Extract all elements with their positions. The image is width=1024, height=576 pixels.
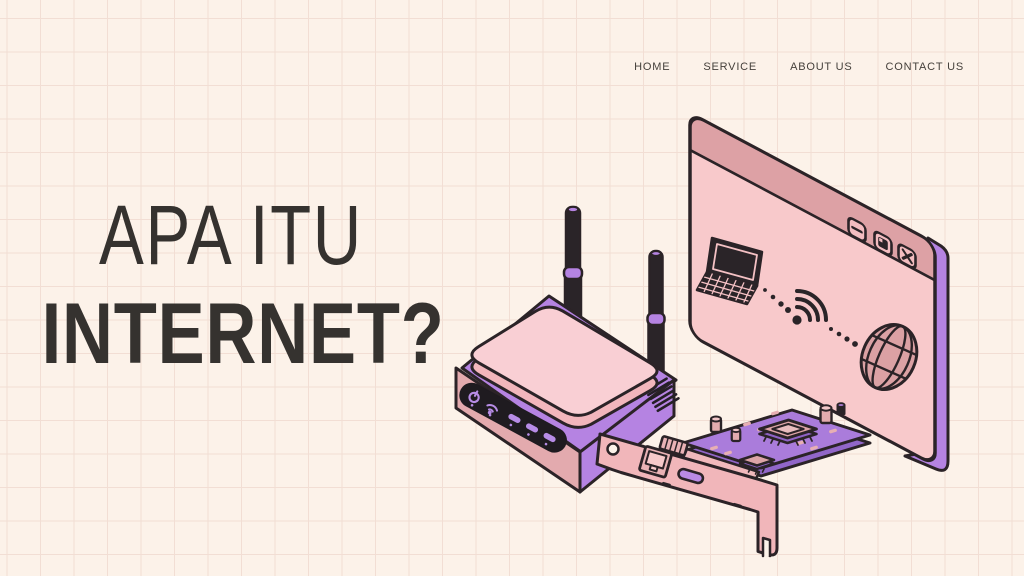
router-vents-icon [644,377,680,413]
capacitor-1 [709,415,723,434]
page-title: APA ITU INTERNET? [0,193,462,377]
led-indicators [470,404,556,446]
standoff-post [836,402,846,415]
nav-item-home[interactable]: HOME [634,61,671,73]
minimize-icon [851,225,863,234]
bracket-foot-notch [761,536,772,558]
bracket-hole [606,442,620,456]
capacitor-2 [730,426,742,443]
top-navigation: HOME SERVICE ABOUT US CONTACT US [634,61,964,73]
browser-window [688,116,950,472]
window-side-edge [903,236,950,472]
window-controls [847,216,917,269]
bracket-slot [677,467,705,485]
title-line-2: INTERNET? [41,286,445,382]
power-icon [468,390,480,404]
bracket-marks [662,481,742,508]
dotted-connection-2 [829,327,858,347]
network-interface-card [595,402,872,558]
ethernet-port [638,445,673,479]
nav-item-contact-us[interactable]: CONTACT US [885,61,964,73]
chip-large [758,418,818,446]
ridged-connector [658,435,689,457]
nav-item-about-us[interactable]: ABOUT US [790,61,853,73]
router-status-panel [459,382,567,453]
title-line-1: APA ITU [99,188,363,282]
wifi-small-icon [486,404,499,415]
laptop-icon [695,236,764,306]
dotted-connection-1 [763,288,791,313]
nav-item-service[interactable]: SERVICE [703,61,758,73]
chip-small [738,453,776,475]
router-lid-top [470,305,659,417]
wifi-signal-icon [792,289,828,325]
close-icon [901,248,913,265]
capacitor-3 [819,404,833,425]
pcb-highlights [710,410,837,456]
router-antenna-right [646,249,666,375]
wifi-router [454,205,680,494]
